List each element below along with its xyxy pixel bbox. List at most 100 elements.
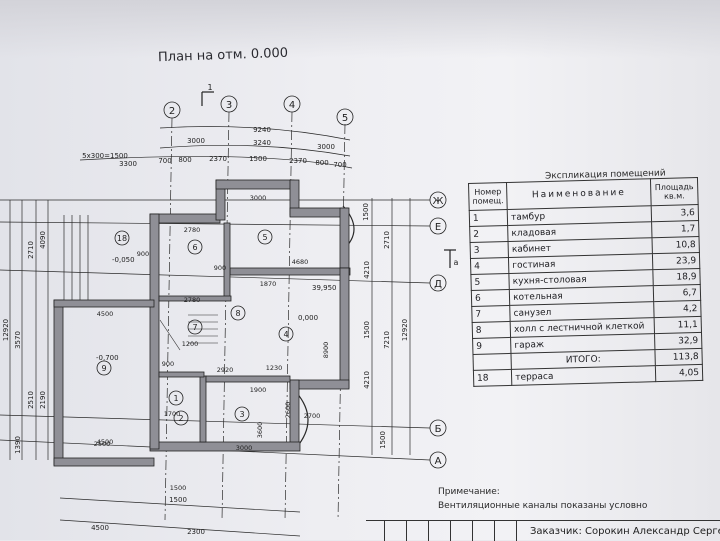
axis-row-zh: Ж: [433, 196, 444, 207]
dim-inner-2: 2780: [184, 226, 201, 234]
row-area: 10,8: [651, 236, 700, 254]
dim-chain-3: 1500: [249, 155, 267, 163]
paper-shadow: [0, 0, 720, 58]
total-area: 113,8: [654, 348, 703, 366]
dim-left-4: 2190: [39, 391, 47, 409]
dim-chain-0: 700: [158, 157, 171, 165]
dim-right-4: 4210: [363, 371, 371, 389]
dim-left-3: 2510: [27, 391, 35, 409]
row-num: 3: [470, 241, 509, 259]
dim-right-5: 1500: [379, 431, 387, 449]
dim-bottom-0: 1500: [169, 496, 187, 504]
dim-inner-15: 3600: [256, 422, 264, 439]
dim-inner-17: 8900: [322, 342, 330, 359]
axis-col-2: 2: [169, 106, 175, 117]
room-tag-2: 2: [178, 414, 183, 423]
dim-top-sub: 3240: [253, 139, 271, 147]
axis-row-d: Д: [434, 279, 442, 290]
level-living: 0,000: [298, 314, 318, 322]
dim-inner-14: 2600: [284, 402, 292, 419]
header-num: Номер помещ.: [468, 182, 508, 211]
dim-right-3: 1500: [363, 321, 371, 339]
dim-inner-4: 1870: [260, 280, 277, 288]
dim-inner-1: 3000: [250, 194, 267, 202]
dim-inner-6: 4500: [97, 438, 114, 446]
row-area: 4,05: [655, 364, 703, 382]
dim-chain-1: 800: [178, 156, 191, 164]
note-text: Вентиляционные каналы показаны условно: [438, 501, 648, 511]
dim-left-5: 1390: [14, 436, 22, 454]
axis-row-a: А: [435, 456, 442, 467]
dim-chain-6: 700: [333, 161, 346, 169]
dim-right-total: 7210: [383, 331, 391, 349]
row-num: 7: [471, 305, 511, 323]
dim-inner-11: 1700: [164, 410, 181, 418]
dim-inner-7: 2920: [217, 366, 234, 374]
axis-row-b: Б: [435, 424, 442, 435]
dim-inner-20: 900: [214, 264, 226, 272]
header-name: Наименование: [506, 178, 652, 210]
dim-top-3000b: 3000: [317, 143, 335, 151]
room-tag-7: 7: [192, 323, 197, 332]
axis-col-3: 3: [226, 100, 232, 111]
row-num: 5: [470, 273, 510, 291]
dim-inner-21: 1200: [182, 340, 199, 348]
row-area: 23,9: [652, 252, 700, 270]
dim-inner-13: 1500: [170, 484, 187, 492]
dim-bottom-1: 4500: [91, 524, 109, 532]
dim-left-outer: 12920: [2, 319, 10, 341]
dim-left-0: 2710: [27, 241, 35, 259]
row-area: 4,2: [653, 300, 702, 318]
section-mark: 1: [207, 83, 212, 92]
axis-col-4: 4: [289, 100, 295, 111]
dim-chain-2: 2370: [209, 155, 227, 163]
row-num: 1: [469, 209, 508, 227]
axis-row-e: Е: [435, 222, 441, 233]
room-tag-3: 3: [239, 410, 244, 419]
row-num: 2: [469, 225, 509, 243]
level-garage: -0,700: [96, 354, 119, 362]
level-mark: 39,950: [312, 284, 337, 292]
dim-inner-3: 4680: [292, 258, 309, 266]
dim-chain-5: 800: [315, 159, 328, 167]
row-area: 6,7: [653, 284, 701, 302]
dim-right-outer: 12920: [401, 319, 409, 341]
room-tag-4: 4: [283, 330, 288, 339]
level-terrace: -0,050: [112, 256, 135, 264]
title-block: [366, 520, 720, 541]
dim-inner-0: 4500: [97, 310, 114, 318]
dim-inner-5: 2780: [184, 296, 201, 304]
row-name: терраса: [511, 365, 656, 386]
axis-col-5: 5: [342, 113, 348, 124]
room-tag-18: 18: [117, 234, 127, 243]
dim-inner-16: 2700: [304, 412, 321, 420]
dim-inner-19: 900: [162, 360, 174, 368]
row-area: 3,6: [651, 204, 699, 222]
dim-left-2: 3570: [14, 331, 22, 349]
dim-inner-8: 1230: [266, 364, 283, 372]
section-mark-a: a: [454, 258, 459, 267]
note-title: Примечание:: [438, 487, 500, 497]
row-num: 6: [471, 289, 510, 307]
row-area: 18,9: [652, 268, 701, 286]
room-tag-6: 6: [192, 243, 197, 252]
dim-inner-18: 900: [137, 250, 149, 258]
row-area: 32,9: [654, 332, 702, 350]
room-tag-8: 8: [235, 309, 240, 318]
row-area: 1,7: [651, 220, 699, 238]
row-area: 11,1: [654, 316, 702, 334]
row-num: 8: [472, 321, 511, 339]
room-tag-1: 1: [173, 394, 178, 403]
dim-stairs: 5x300=1500: [82, 152, 128, 160]
dim-right-1: 2710: [383, 231, 391, 249]
customer-line: Заказчик: Сорокин Александр Сергеевич: [530, 526, 720, 537]
header-area: Площадь кв.м.: [650, 177, 699, 206]
dim-inner-9: 1900: [250, 386, 267, 394]
room-tag-9: 9: [101, 364, 106, 373]
dim-right-2: 4210: [363, 261, 371, 279]
dim-3300: 3300: [119, 160, 137, 168]
row-num: 9: [472, 337, 512, 355]
dim-bottom-2: 2300: [187, 528, 205, 536]
